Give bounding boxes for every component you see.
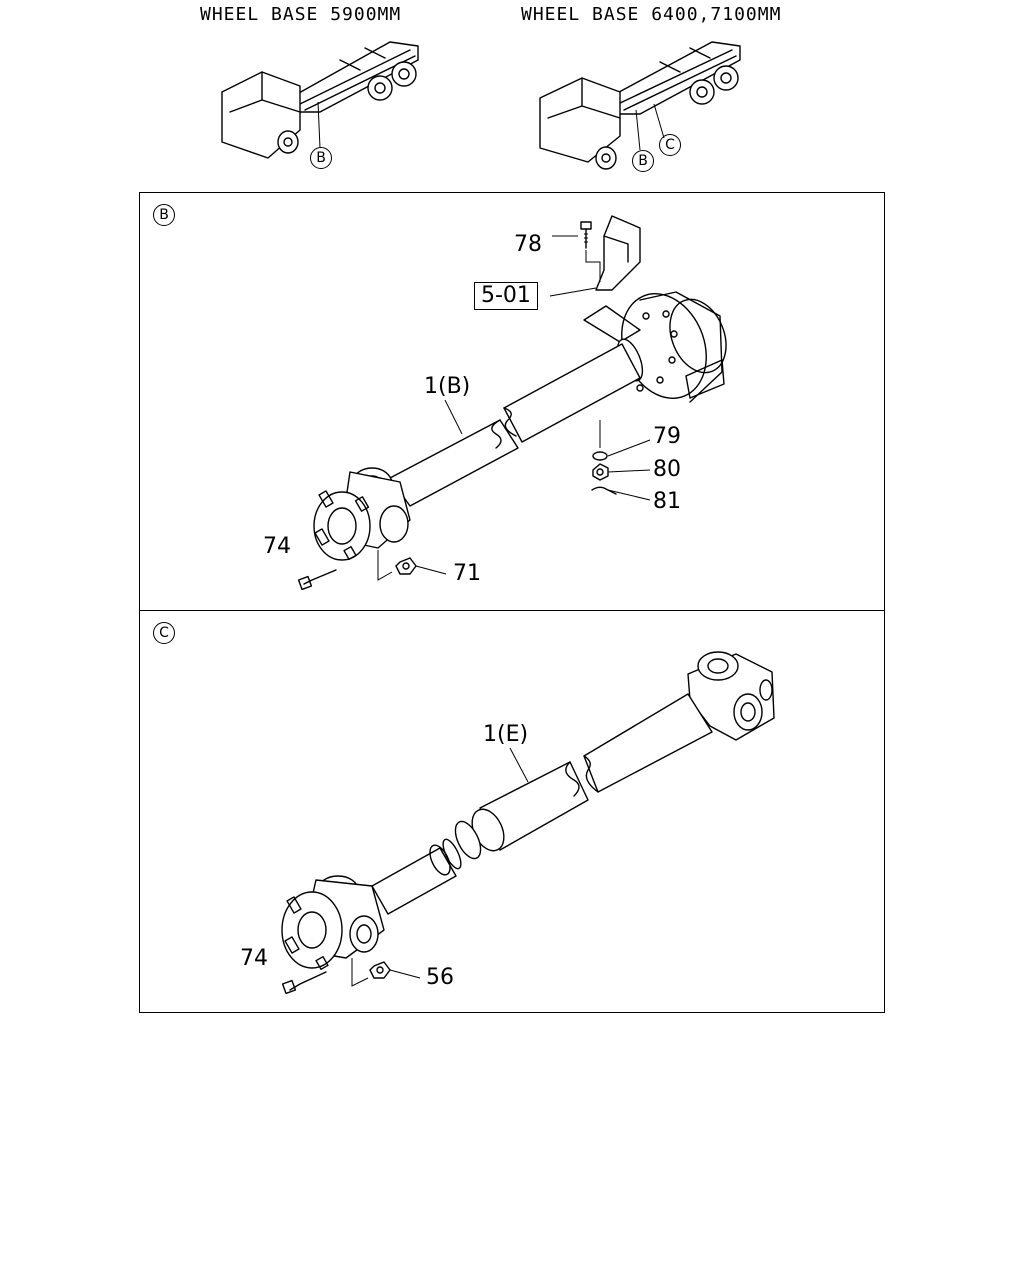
shaft-label-1b: 1(B) — [424, 374, 471, 399]
section-b-marker: B — [153, 204, 175, 226]
part-label-74-c: 74 — [240, 946, 268, 971]
part-label-79: 79 — [653, 424, 681, 449]
truck-illustration-left — [221, 41, 419, 159]
panel-section-c — [139, 610, 885, 1013]
part-label-71: 71 — [453, 561, 481, 586]
part-label-74-b: 74 — [263, 534, 291, 559]
part-label-80: 80 — [653, 457, 681, 482]
truck-right-callout-b: B — [632, 150, 654, 172]
part-label-56: 56 — [426, 965, 454, 990]
section-c-drawing — [281, 651, 775, 995]
part-label-78: 78 — [514, 232, 542, 257]
reference-box-5-01: 5-01 — [474, 282, 538, 310]
truck-left-callout-b: B — [310, 147, 332, 169]
truck-illustration-right — [539, 41, 741, 170]
truck-right-callout-c: C — [659, 134, 681, 156]
part-label-81: 81 — [653, 489, 681, 514]
section-b-drawing — [297, 215, 727, 591]
section-c-marker: C — [153, 622, 175, 644]
heading-wheel-base-6400-7100: WHEEL BASE 6400,7100MM — [521, 4, 782, 25]
heading-wheel-base-5900: WHEEL BASE 5900MM — [200, 4, 402, 25]
shaft-label-1e: 1(E) — [483, 722, 529, 747]
